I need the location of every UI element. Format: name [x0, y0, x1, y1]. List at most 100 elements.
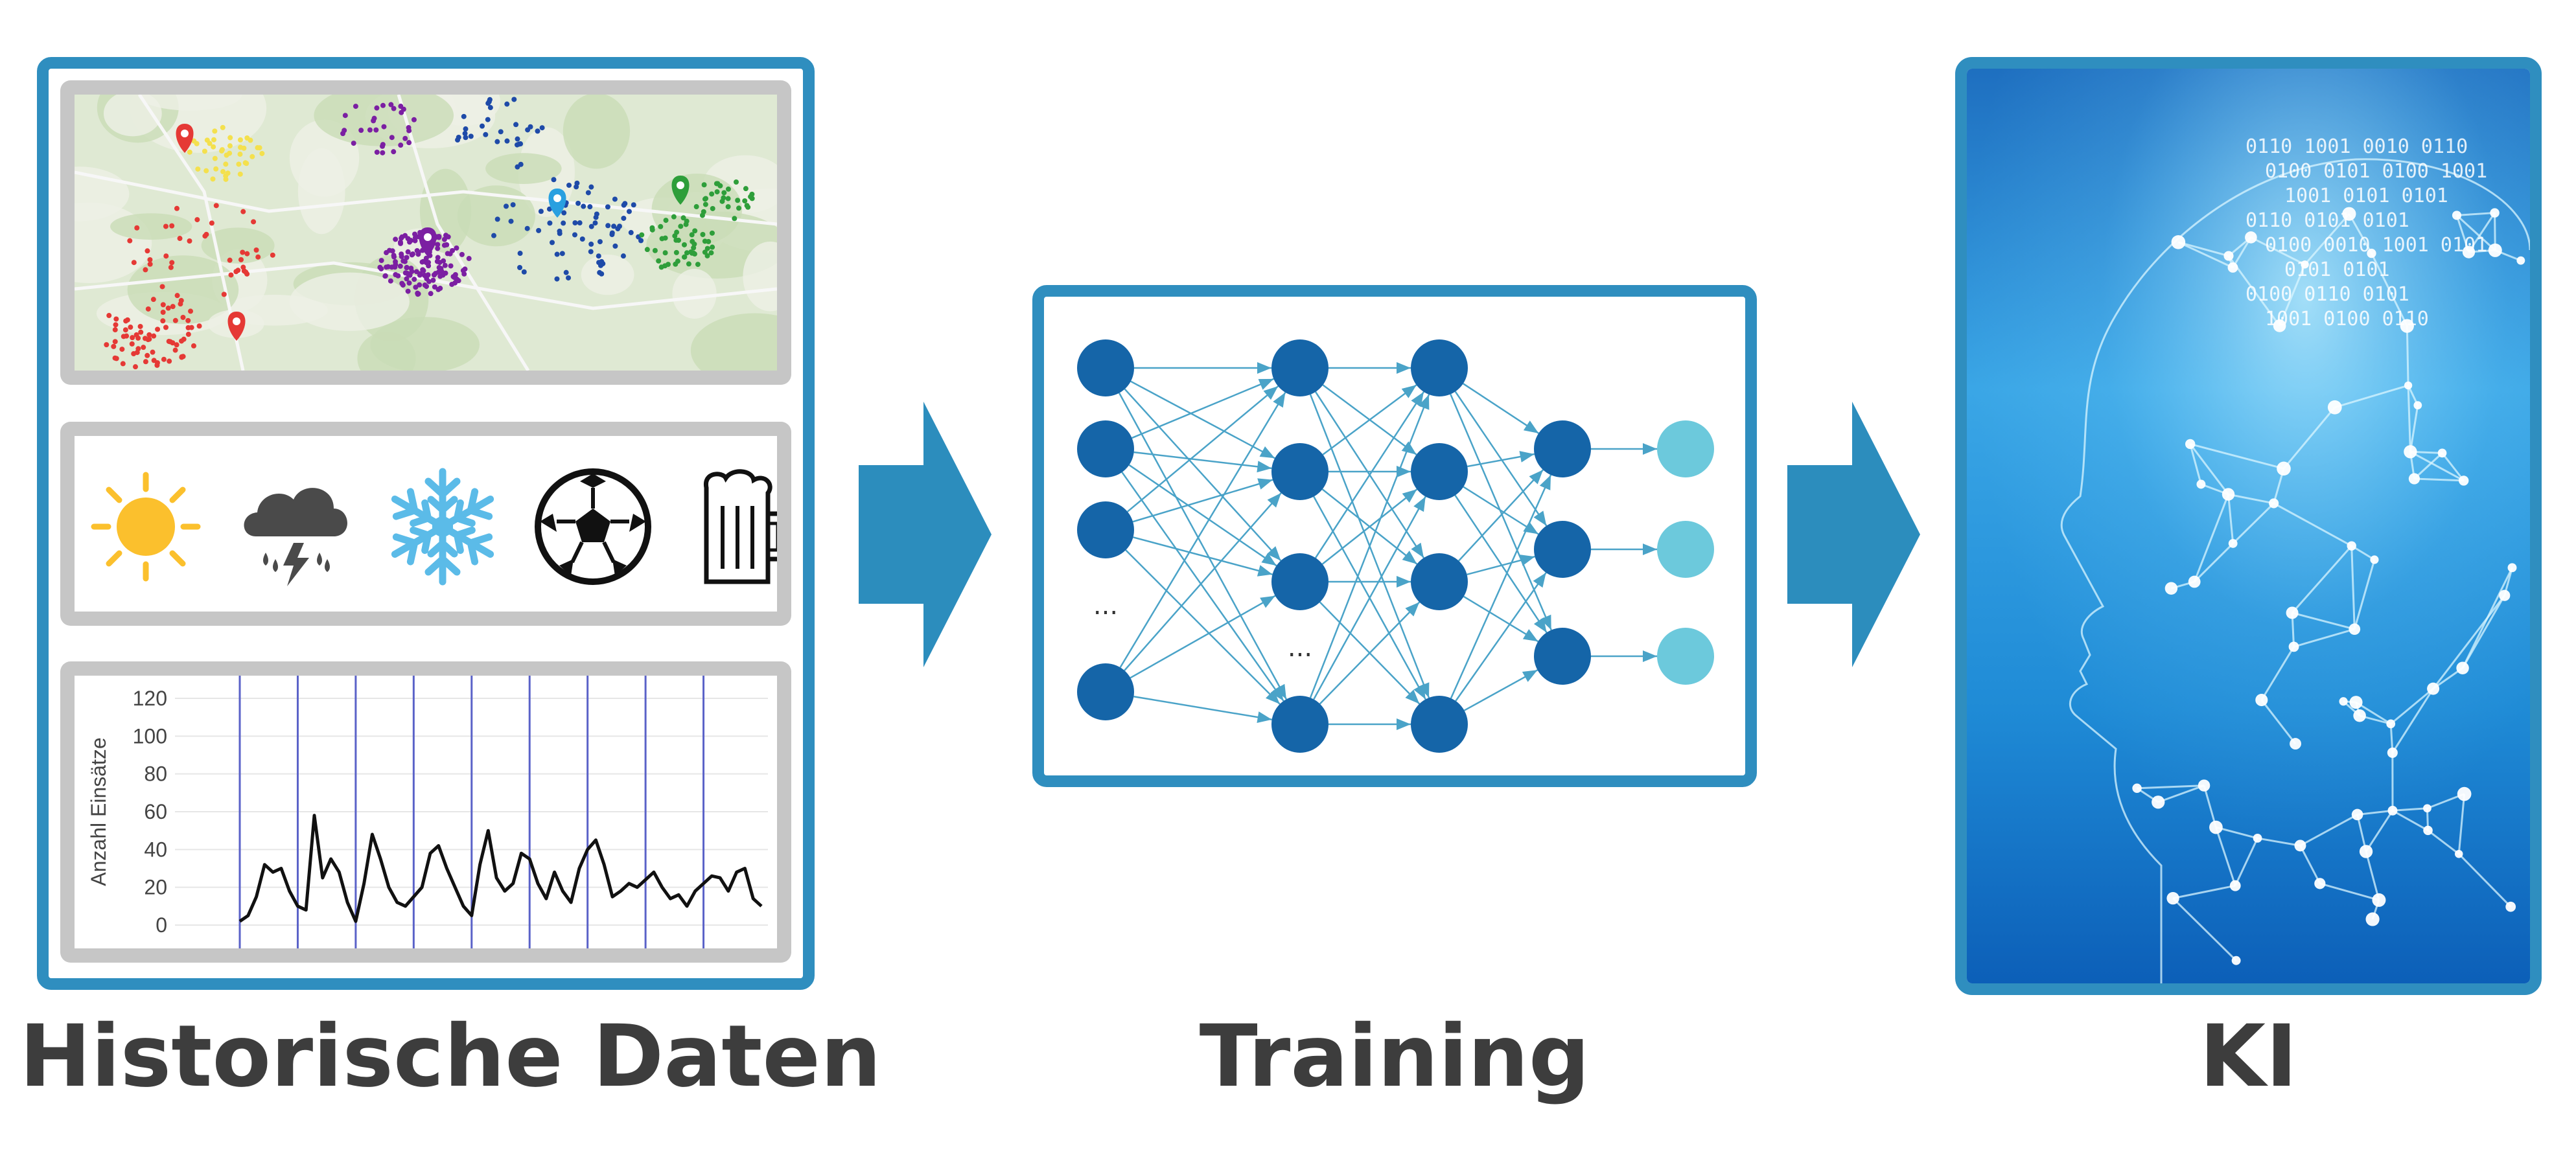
network-ellipsis: ... [1093, 591, 1118, 621]
sun-icon [81, 462, 211, 591]
map-incident-dot [129, 341, 135, 347]
mesh-line [2409, 405, 2419, 452]
map-incident-dot [430, 277, 436, 283]
map-incident-dot [237, 137, 243, 143]
chart-series-line [238, 814, 763, 923]
map-incident-dot [485, 117, 491, 122]
mesh-line [2365, 851, 2380, 900]
network-edge-arrowhead [1270, 685, 1284, 702]
map-incident-dot [554, 276, 560, 282]
map-pin-icon [419, 227, 437, 257]
map-incident-dot [213, 203, 219, 209]
map-incident-dot [172, 317, 178, 323]
mesh-node [2166, 891, 2179, 905]
mesh-node [2229, 880, 2241, 891]
map-incident-dot [517, 251, 523, 257]
map-incident-dot [188, 308, 194, 314]
map-incident-dot [251, 219, 257, 225]
network-edge-arrowhead [1397, 362, 1411, 374]
mesh-node [2132, 783, 2142, 793]
map-incident-dot [672, 233, 678, 239]
map-incident-dot [189, 325, 194, 330]
map-incident-dot [448, 263, 454, 269]
map-pin-icon [227, 312, 246, 341]
map-incident-dot [385, 264, 391, 269]
mesh-line [2157, 784, 2205, 803]
map-incident-dot [213, 166, 219, 172]
map-incident-dot [169, 260, 175, 266]
map-incident-dot [744, 203, 750, 209]
map-incident-dot [342, 113, 348, 119]
network-edge-arrowhead [1397, 576, 1411, 588]
map-incident-dot [656, 258, 662, 264]
map-incident-dot [402, 135, 408, 141]
mesh-line [2189, 443, 2229, 496]
map-incident-dot [535, 128, 540, 134]
network-edge [1133, 451, 1272, 470]
mesh-node [2286, 606, 2299, 619]
map-incident-dot [393, 262, 399, 268]
map-incident-dot [113, 316, 119, 322]
map-incident-dot [225, 170, 231, 176]
map-pin-icon [176, 124, 194, 153]
mesh-node [2507, 563, 2517, 573]
map-incident-dot [508, 218, 514, 224]
map-incident-dot [389, 135, 395, 141]
mesh-line [2193, 494, 2229, 582]
map-incident-dot [594, 211, 599, 217]
map-incident-dot [749, 196, 755, 201]
network-edge [1455, 572, 1547, 702]
mesh-node [2349, 696, 2363, 709]
mesh-line [2391, 688, 2434, 753]
mesh-line [2334, 384, 2409, 409]
map-incident-dot [211, 137, 217, 143]
hidden-node [1534, 521, 1591, 578]
map-incident-dot [381, 124, 387, 130]
map-incident-dot [423, 255, 429, 261]
network-edge-arrowhead [1643, 544, 1657, 555]
network-edge-arrowhead [1257, 711, 1272, 724]
map-incident-dot [165, 305, 171, 311]
map-incident-dot [145, 248, 150, 254]
map-incident-dot [749, 191, 755, 197]
mesh-node [2196, 479, 2206, 489]
map-incident-dot [514, 142, 520, 148]
map-incident-dot [626, 209, 632, 214]
map-incident-dot [211, 144, 216, 150]
network-edge-arrowhead [1259, 446, 1275, 459]
mesh-node [2351, 808, 2363, 821]
map-incident-dot [374, 105, 380, 111]
mesh-node [2227, 262, 2238, 273]
mesh-node [2457, 786, 2472, 801]
map-incident-dot [227, 135, 233, 141]
map-incident-dot [577, 220, 583, 226]
map-incident-dot [405, 249, 411, 255]
map-terrain [581, 254, 634, 295]
map-incident-dot [203, 168, 209, 174]
mesh-node [2372, 893, 2386, 907]
map-incident-dot [692, 228, 698, 234]
mesh-node [2253, 834, 2262, 843]
map-incident-dot [588, 241, 594, 247]
map-incident-dot [710, 205, 715, 211]
chart-y-tick-label: 100 [133, 724, 167, 748]
map-incident-dot [612, 243, 618, 249]
map-incident-dot [652, 247, 658, 253]
binary-digits: 0100 0101 0100 1001 [2265, 160, 2487, 183]
map-incident-dot [735, 198, 741, 203]
map-incident-dot [513, 122, 519, 128]
map-incident-dot [702, 196, 708, 202]
map-incident-dot [691, 251, 697, 257]
map-pin-icon [671, 176, 690, 205]
map-incident-dot [483, 132, 489, 137]
map-incident-dot [437, 273, 443, 279]
map-incident-dot [494, 216, 500, 222]
map-incident-dot [138, 329, 144, 335]
map-incident-dot [404, 276, 410, 282]
map-incident-dot [236, 161, 242, 167]
map-incident-dot [393, 271, 399, 277]
chart-y-tick-label: 40 [144, 838, 167, 861]
map-incident-dot [255, 254, 261, 260]
